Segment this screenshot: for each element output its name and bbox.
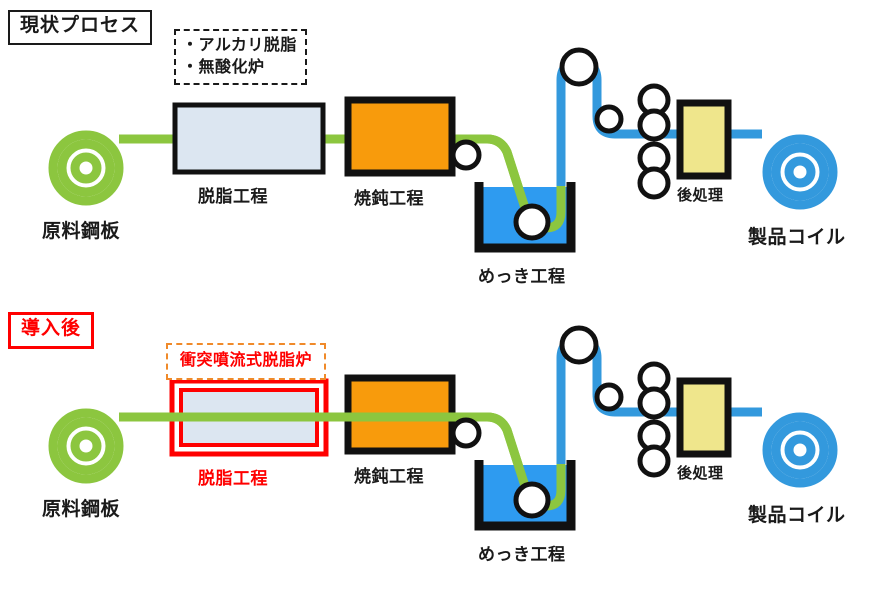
label-degrease-bottom: 脱脂工程 xyxy=(198,469,268,488)
roller-stack-2-top xyxy=(637,108,671,142)
section-badge-current: 現状プロセス xyxy=(8,10,153,45)
callout-current-process: ・アルカリ脱脂 ・無酸化炉 xyxy=(174,29,307,86)
roller-small-bottom xyxy=(594,382,624,412)
label-posttreat-top: 後処理 xyxy=(677,187,724,204)
roller-stack-4-bottom xyxy=(637,444,671,478)
roller-top-turn-top xyxy=(559,47,599,87)
label-posttreat-bottom: 後処理 xyxy=(677,465,724,482)
roller-small-top xyxy=(594,104,624,134)
rollers-bottom xyxy=(450,325,671,519)
product-coil-spiral-top xyxy=(762,134,838,210)
label-anneal-top: 焼鈍工程 xyxy=(354,189,424,208)
anneal-box-top xyxy=(344,96,456,177)
label-raw-coil-top: 原料鋼板 xyxy=(42,221,121,242)
callout-after-introduction: 衝突噴流式脱脂炉 xyxy=(166,343,327,380)
raw-coil-spiral-top xyxy=(48,130,124,206)
roller-stack-4-top xyxy=(637,166,671,200)
posttreat-box-top xyxy=(676,99,732,180)
roller-anneal-exit-top xyxy=(450,139,482,171)
roller-anneal-exit-bottom xyxy=(450,417,482,449)
label-raw-coil-bottom: 原料鋼板 xyxy=(42,499,121,520)
roller-top-turn-bottom xyxy=(559,325,599,365)
label-degrease-top: 脱脂工程 xyxy=(198,187,268,206)
callout-line-1-after: 衝突噴流式脱脂炉 xyxy=(180,352,313,369)
posttreat-box-bottom xyxy=(676,377,732,458)
roller-bath-sink-top xyxy=(513,203,551,241)
label-plating-top: めっき工程 xyxy=(478,267,566,286)
callout-line-1: ・アルカリ脱脂 xyxy=(182,37,297,54)
label-product-coil-top: 製品コイル xyxy=(748,227,846,248)
degrease-box-top xyxy=(172,102,326,175)
raw-coil-spiral-bottom xyxy=(48,408,124,484)
roller-stack-2-bottom xyxy=(637,386,671,420)
label-plating-bottom: めっき工程 xyxy=(478,545,566,564)
rollers-top xyxy=(450,47,671,241)
product-coil-spiral-bottom xyxy=(762,412,838,488)
roller-bath-sink-bottom xyxy=(513,481,551,519)
callout-line-2: ・無酸化炉 xyxy=(182,58,265,76)
label-anneal-bottom: 焼鈍工程 xyxy=(354,467,424,486)
section-badge-after: 導入後 xyxy=(8,312,95,349)
label-product-coil-bottom: 製品コイル xyxy=(748,505,846,526)
